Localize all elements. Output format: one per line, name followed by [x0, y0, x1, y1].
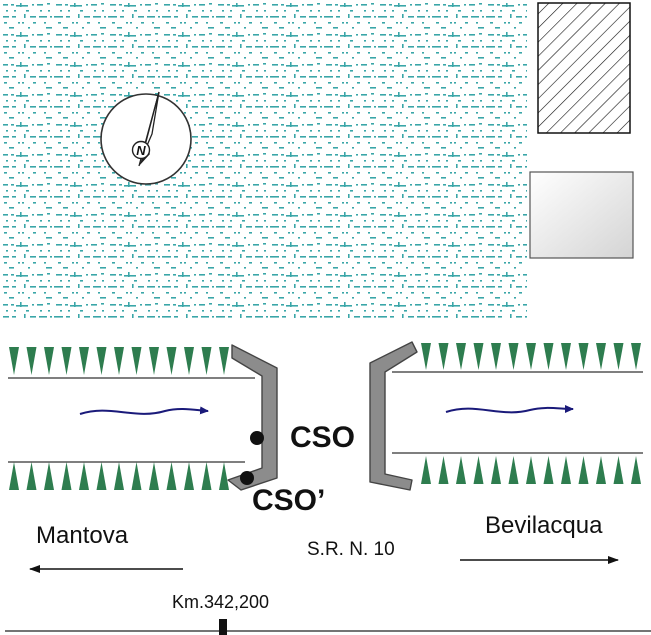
hedge-tree [219, 462, 229, 490]
hedge-row-bottom-left [9, 462, 229, 490]
bevilacqua-label: Bevilacqua [485, 512, 603, 539]
hedge-tree [508, 343, 519, 370]
hedge-tree [96, 462, 107, 490]
hedge-tree [61, 347, 72, 375]
hedge-tree [9, 462, 19, 490]
hatched-building [537, 2, 631, 134]
hedge-tree [166, 462, 177, 490]
hedge-tree [421, 456, 431, 484]
hedge-tree [561, 343, 571, 370]
hedge-tree [201, 347, 212, 375]
hedge-tree [166, 347, 177, 375]
hedge-tree [149, 347, 159, 375]
hedge-tree [473, 456, 484, 484]
hedge-tree [421, 343, 431, 370]
hedge-tree [184, 347, 194, 375]
hedge-tree [26, 347, 37, 375]
hedge-tree [526, 456, 536, 484]
hedge-tree [96, 347, 107, 375]
road-name-label: S.R. N. 10 [307, 539, 395, 560]
hedge-tree [61, 462, 72, 490]
hedge-tree [184, 462, 194, 490]
mantova-label: Mantova [36, 522, 129, 549]
hedge-tree [114, 462, 124, 490]
hedge-tree [131, 462, 142, 490]
hedge-tree [561, 456, 571, 484]
hedge-tree [631, 456, 641, 484]
hedge-tree [149, 462, 159, 490]
hedge-tree [201, 462, 212, 490]
flow-direction-arrow-left [79, 406, 209, 415]
hedge-tree [9, 347, 19, 375]
hedge-tree [438, 456, 449, 484]
hedge-tree [473, 343, 484, 370]
culvert-headwall-right [369, 341, 418, 491]
cso-label: CSO [290, 421, 356, 454]
hedge-row-bottom-right [421, 456, 641, 484]
hedge-tree [543, 456, 554, 484]
hedge-tree [613, 343, 624, 370]
hedge-tree [543, 343, 554, 370]
hedge-tree [596, 456, 606, 484]
hedge-tree [44, 462, 54, 490]
hedge-tree [491, 343, 501, 370]
cso-prime-label: CSO’ [252, 484, 326, 517]
hedge-row-top-left [9, 347, 229, 375]
hedge-tree [526, 343, 536, 370]
compass-icon: N [100, 91, 192, 185]
compass-north-letter: N [136, 143, 146, 158]
hedge-tree [456, 343, 466, 370]
km-label: Km.342,200 [172, 592, 270, 612]
hedge-tree [596, 343, 606, 370]
hedge-tree [578, 456, 589, 484]
hedge-tree [131, 347, 142, 375]
hedge-tree [26, 462, 37, 490]
hedge-tree [219, 347, 229, 375]
plain-building [529, 171, 634, 259]
hedge-tree [491, 456, 501, 484]
hedge-row-top-right [421, 343, 641, 370]
flow-direction-arrow-right [445, 404, 574, 414]
cso-prime-station-point [240, 471, 254, 485]
hedge-tree [631, 343, 641, 370]
hedge-tree [613, 456, 624, 484]
hedge-tree [114, 347, 124, 375]
hedge-tree [44, 347, 54, 375]
hedge-tree [79, 462, 89, 490]
hedge-tree [438, 343, 449, 370]
culvert-headwall-left [227, 344, 278, 491]
hedge-tree [79, 347, 89, 375]
hedge-tree [456, 456, 466, 484]
hedge-tree [578, 343, 589, 370]
cso-station-point [250, 431, 264, 445]
hedge-tree [508, 456, 519, 484]
km-marker [219, 619, 227, 635]
cultivated-field [3, 3, 527, 319]
